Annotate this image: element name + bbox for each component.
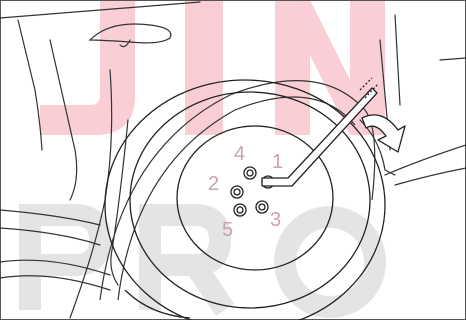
label-4: 4	[234, 143, 245, 165]
lug-nut-4	[244, 167, 256, 179]
label-3: 3	[270, 209, 281, 231]
lug-nut-5	[234, 204, 246, 216]
lug-nuts	[231, 167, 274, 216]
lug-nut-3	[256, 201, 268, 213]
lug-nut-2	[231, 186, 243, 198]
label-5: 5	[222, 219, 233, 241]
wheel-rim	[177, 126, 333, 270]
watermark-top	[40, 0, 385, 135]
watermark-bottom	[30, 215, 375, 310]
label-1: 1	[272, 151, 283, 173]
label-2: 2	[208, 173, 219, 195]
